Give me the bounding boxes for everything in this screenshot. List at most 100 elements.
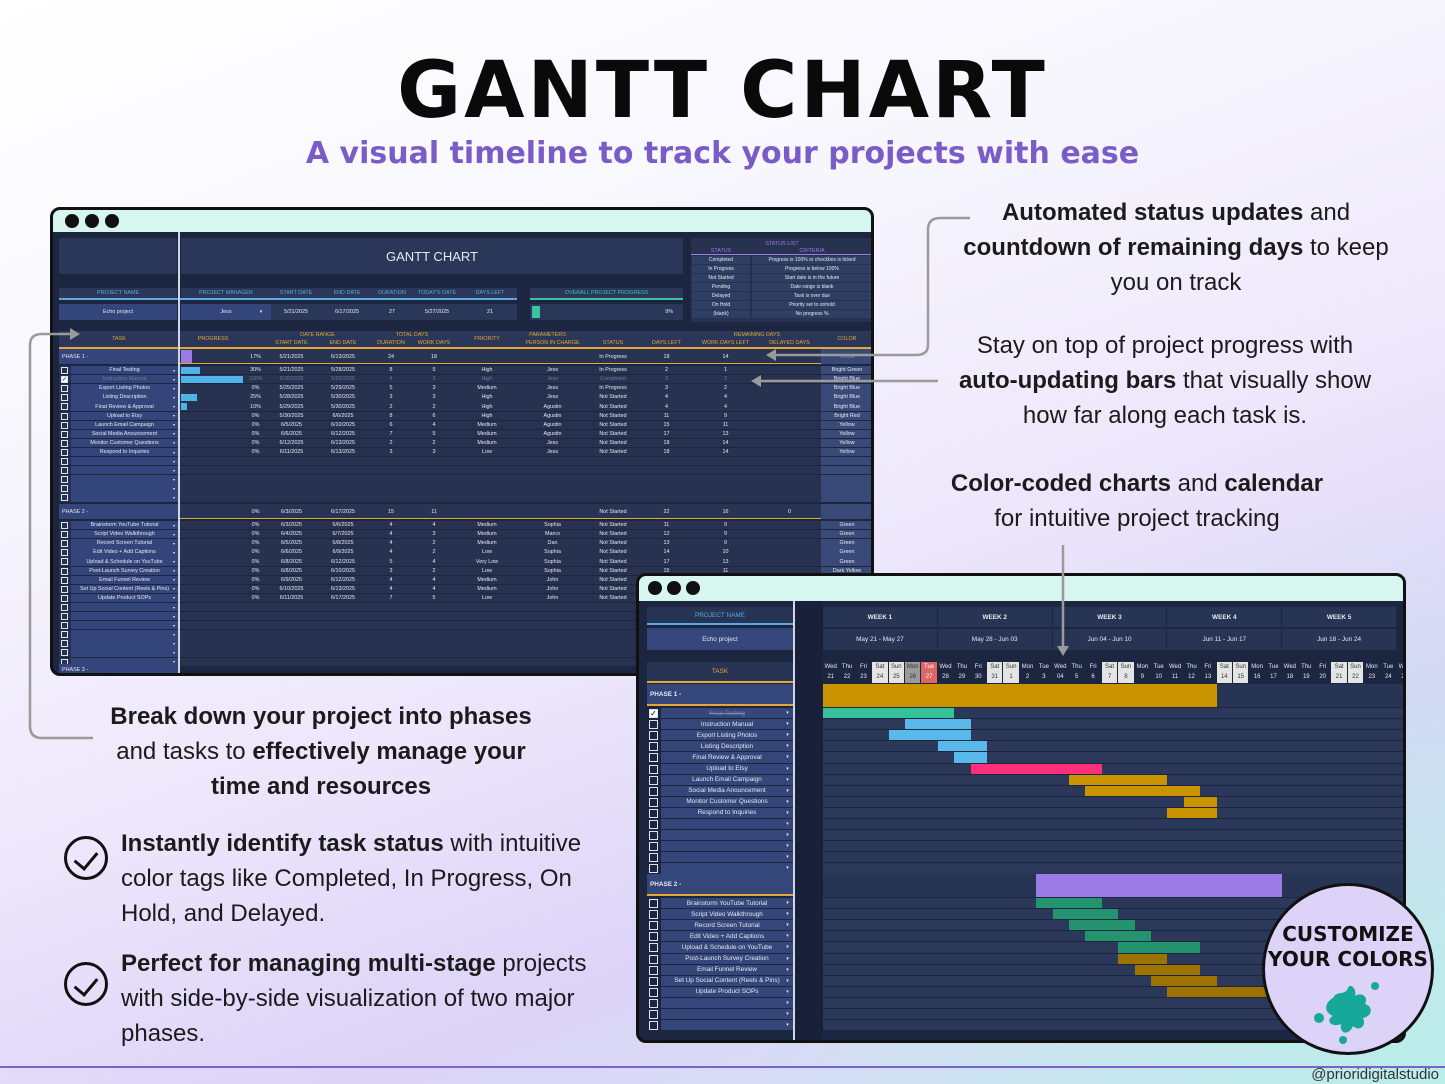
chevron-down-icon[interactable]: ▾ <box>786 776 789 783</box>
chevron-down-icon[interactable]: ▾ <box>172 631 175 637</box>
task-name-dropdown[interactable] <box>661 1020 793 1031</box>
task-checkbox[interactable] <box>61 467 68 475</box>
chevron-down-icon[interactable]: ▾ <box>786 809 789 816</box>
chevron-down-icon[interactable]: ▾ <box>172 495 175 501</box>
task-checkbox[interactable] <box>649 753 658 763</box>
color-dropdown[interactable] <box>821 457 871 466</box>
chevron-down-icon[interactable]: ▾ <box>786 1022 789 1029</box>
task-checkbox[interactable] <box>61 448 68 456</box>
chevron-down-icon[interactable]: ▾ <box>786 710 789 717</box>
task-name-dropdown[interactable]: Instruction Manual <box>661 719 793 730</box>
color-dropdown[interactable]: Bright Blue <box>821 402 871 411</box>
chevron-down-icon[interactable]: ▾ <box>172 449 175 455</box>
task-checkbox[interactable] <box>61 558 68 566</box>
task-name-dropdown[interactable] <box>71 457 178 466</box>
chevron-down-icon[interactable]: ▾ <box>172 376 175 382</box>
color-dropdown[interactable]: Green <box>821 557 871 566</box>
task-name-dropdown[interactable]: Record Screen Tutorial <box>71 539 178 548</box>
chevron-down-icon[interactable]: ▾ <box>172 404 175 410</box>
task-checkbox[interactable] <box>61 522 68 529</box>
task-name-dropdown[interactable]: Set Up Social Content (Reels & Pins) <box>661 975 793 986</box>
color-dropdown[interactable]: Yellow <box>821 420 871 429</box>
task-name-dropdown[interactable]: Final Review & Approval <box>661 752 793 763</box>
task-name-dropdown[interactable]: Social Media Anouncement <box>71 429 178 439</box>
task-checkbox[interactable] <box>649 998 658 1008</box>
task-checkbox[interactable] <box>649 932 658 942</box>
window-dot-icon[interactable] <box>686 581 700 595</box>
task-name-dropdown[interactable] <box>71 602 178 612</box>
window-dot-icon[interactable] <box>667 581 681 595</box>
task-name-dropdown[interactable]: Upload & Schedule on YouTube <box>661 942 793 953</box>
chevron-down-icon[interactable]: ▾ <box>172 540 175 546</box>
task-checkbox[interactable] <box>649 797 658 807</box>
color-dropdown[interactable]: Green <box>821 530 871 539</box>
task-name-dropdown[interactable]: Upload to Etsy <box>71 411 178 420</box>
task-checkbox[interactable] <box>649 910 658 920</box>
task-name-dropdown[interactable]: Set Up Social Content (Reels & Pins) <box>71 584 178 594</box>
window-dot-icon[interactable] <box>65 214 79 228</box>
chevron-down-icon[interactable]: ▾ <box>786 988 789 995</box>
chevron-down-icon[interactable]: ▾ <box>786 1011 789 1018</box>
task-checkbox[interactable] <box>61 622 68 630</box>
project-name-value[interactable]: Echo project <box>647 628 793 650</box>
chevron-down-icon[interactable]: ▾ <box>172 431 175 437</box>
chevron-down-icon[interactable]: ▾ <box>172 640 175 646</box>
task-name-dropdown[interactable]: Social Media Anouncement <box>661 785 793 796</box>
chevron-down-icon[interactable]: ▾ <box>172 586 175 592</box>
chevron-down-icon[interactable]: ▾ <box>172 659 175 665</box>
task-checkbox[interactable] <box>61 594 68 602</box>
task-name-dropdown[interactable]: Update Product SOPs <box>661 986 793 997</box>
color-dropdown[interactable]: Green <box>821 539 871 548</box>
chevron-down-icon[interactable]: ▾ <box>172 413 175 419</box>
chevron-down-icon[interactable]: ▾ <box>172 559 175 565</box>
chevron-down-icon[interactable]: ▾ <box>172 467 175 473</box>
task-name-dropdown[interactable] <box>661 841 793 852</box>
task-name-dropdown[interactable] <box>71 612 178 621</box>
color-dropdown[interactable]: Green <box>821 521 871 530</box>
chevron-down-icon[interactable]: ▾ <box>786 911 789 918</box>
task-name-dropdown[interactable] <box>71 621 178 630</box>
chevron-down-icon[interactable]: ▾ <box>172 549 175 555</box>
task-checkbox[interactable]: ✓ <box>649 709 658 718</box>
color-dropdown[interactable]: Bright Blue <box>821 375 871 384</box>
task-name-dropdown[interactable]: Email Funnel Review <box>661 964 793 975</box>
task-name-dropdown[interactable]: Script Video Walkthrough <box>661 909 793 920</box>
chevron-down-icon[interactable]: ▾ <box>786 765 789 772</box>
task-checkbox[interactable] <box>649 965 658 975</box>
task-name-dropdown[interactable] <box>71 484 178 493</box>
task-name-dropdown[interactable] <box>71 493 178 502</box>
task-name-dropdown[interactable]: Monitor Customer Questions <box>71 438 178 448</box>
task-checkbox[interactable] <box>649 864 658 874</box>
chevron-down-icon[interactable]: ▾ <box>172 604 175 610</box>
task-name-dropdown[interactable]: Upload & Schedule on YouTube <box>71 557 178 566</box>
task-name-dropdown[interactable]: Brainstorm YouTube Tutorial <box>71 521 178 530</box>
task-checkbox[interactable] <box>61 567 68 575</box>
task-checkbox[interactable] <box>61 531 68 539</box>
task-name-dropdown[interactable]: Export Listing Photos <box>661 730 793 741</box>
info-value[interactable]: Echo project <box>59 304 177 320</box>
window-dot-icon[interactable] <box>648 581 662 595</box>
task-name-dropdown[interactable] <box>661 852 793 863</box>
task-checkbox[interactable] <box>61 476 68 484</box>
task-checkbox[interactable] <box>649 954 658 964</box>
task-checkbox[interactable] <box>61 485 68 493</box>
chevron-down-icon[interactable]: ▾ <box>172 385 175 391</box>
window-dot-icon[interactable] <box>85 214 99 228</box>
task-name-dropdown[interactable]: Update Product SOPs <box>71 593 178 603</box>
info-value[interactable]: Jess <box>181 304 271 320</box>
task-checkbox[interactable] <box>649 987 658 997</box>
chevron-down-icon[interactable]: ▾ <box>172 650 175 656</box>
color-dropdown[interactable] <box>821 475 871 484</box>
task-name-dropdown[interactable] <box>661 819 793 830</box>
color-dropdown[interactable]: Yellow <box>821 447 871 457</box>
task-checkbox[interactable] <box>61 385 68 393</box>
task-name-dropdown[interactable] <box>661 997 793 1009</box>
task-name-dropdown[interactable]: Final Testing <box>71 366 178 375</box>
task-name-dropdown[interactable]: Post-Launch Survey Creation <box>661 953 793 964</box>
task-name-dropdown[interactable] <box>71 639 178 648</box>
task-checkbox[interactable] <box>649 720 658 730</box>
color-dropdown[interactable]: Yellow <box>821 429 871 439</box>
task-checkbox[interactable] <box>649 764 658 774</box>
task-checkbox[interactable] <box>61 458 68 465</box>
chevron-down-icon[interactable]: ▾ <box>786 743 789 750</box>
